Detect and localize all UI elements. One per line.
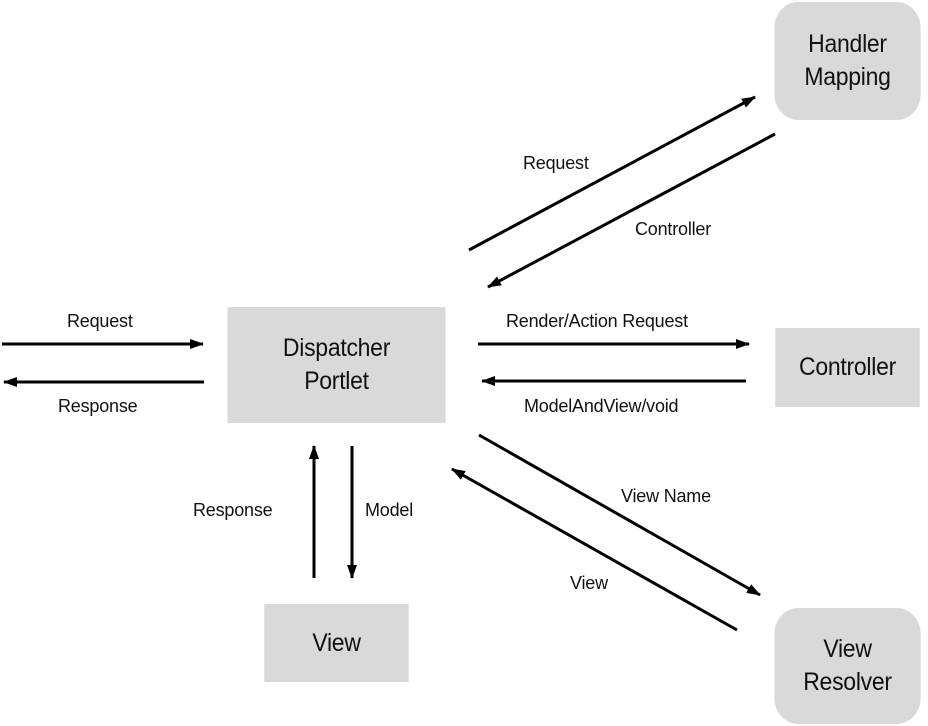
label-view-response: Response [193,500,273,520]
label-vr-view: View [570,573,608,593]
view-resolver-label-1: View [823,635,872,663]
arrow-hm-request [468,95,756,252]
label-hm-controller: Controller [635,219,712,239]
controller-box: Controller [775,328,920,407]
dispatcher-portlet-label-1: Dispatcher [282,334,391,362]
view-box: View [264,604,409,682]
view-resolver-label-2: Resolver [803,668,892,696]
label-client-response: Response [58,396,138,416]
handler-mapping-label-2: Mapping [804,63,891,91]
label-ctrl-return: ModelAndView/void [524,396,679,416]
label-ctrl-request: Render/Action Request [506,311,688,331]
arrow-hm-controller [487,132,776,289]
label-hm-request: Request [523,153,589,173]
label-vr-view-name: View Name [621,486,711,506]
dispatcher-portlet-box: Dispatcher Portlet [227,307,446,423]
dispatcher-portlet-label-2: Portlet [304,367,369,395]
arrow-vr-view-name [478,433,761,597]
label-client-request: Request [67,311,133,331]
handler-mapping-box: Handler Mapping [774,2,921,120]
view-label: View [312,628,361,657]
controller-label: Controller [799,353,896,381]
arrow-vr-view [451,467,738,632]
view-resolver-box: View Resolver [774,608,921,724]
label-view-model: Model [365,500,414,520]
handler-mapping-label-1: Handler [808,30,887,58]
